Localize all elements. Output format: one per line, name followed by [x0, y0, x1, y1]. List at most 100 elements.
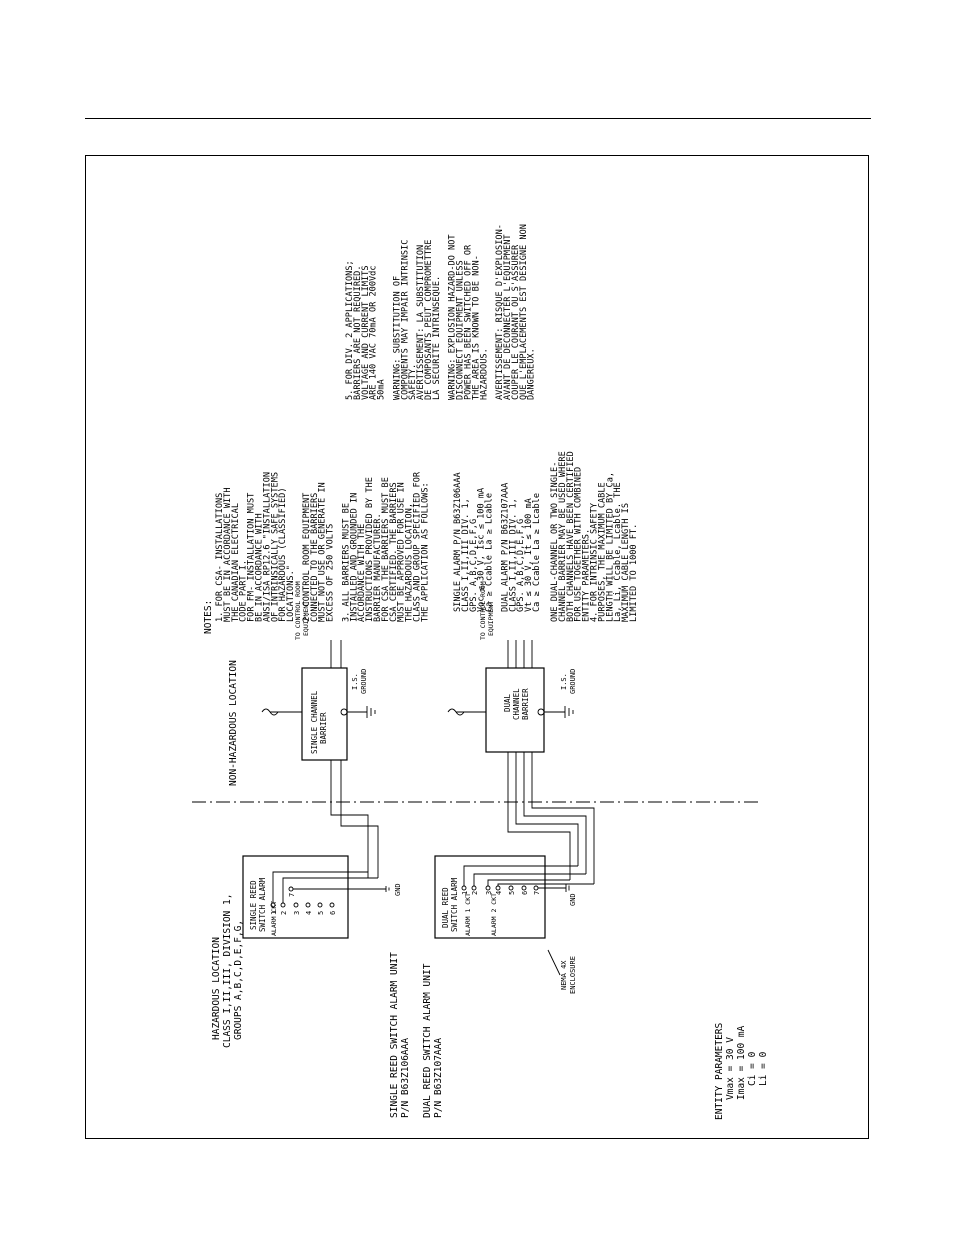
note-line: BE IN ACCORDANCE WITH: [255, 513, 265, 622]
note-line: CLASS I,II,III DIV. 1,: [508, 498, 518, 612]
notes-column-3: ONE DUAL-CHANNEL OR TWO SINGLE-CHANNEL B…: [550, 451, 639, 622]
dual-out-wires: [507, 640, 533, 668]
note-line: THE CANADIAN ELECTRICAL: [231, 503, 241, 622]
note-line: FOR USE TOGETHER WITH COMBINED: [574, 467, 584, 622]
dual-terminal-6-label: 6: [521, 891, 529, 895]
nema-leader: [547, 949, 561, 976]
single-terminal-7-label: 7: [288, 893, 296, 897]
dual-cable-3: [523, 752, 587, 874]
note-line: 1. FOR CSA- INSTALLATIONS: [215, 493, 225, 622]
note-line: Voc ≤ 30 V, Isc ≤ 100 mA: [477, 487, 487, 612]
note-line: DE COMPOSANTS PEUT COMPROMETTRE: [424, 240, 434, 400]
note-line: MAXIMUM CABLE LENGTH IS: [621, 503, 631, 622]
hazardous-groups: GROUPS A,B,C,D,E,F,G,: [233, 920, 244, 1040]
note-line: THE HAZARDOUS LOCATION,: [405, 503, 415, 622]
dual-wire-3: [487, 879, 570, 886]
note-line: INSTRUCTIONS PROVIDED BY THE: [365, 477, 375, 622]
note-line: DUAL ALARM P/N B63Z107AAA: [500, 482, 510, 612]
note-line: CHANNEL BARRIER MAY BE USED WHERE: [558, 451, 568, 622]
note-line: Vt ≤ 30 V, It ≤ 100 mA: [524, 497, 534, 612]
drawing-frame: [85, 155, 869, 1139]
note-line: FOR HAZARDOUS (CLASSIFIED): [278, 487, 288, 622]
single-unit-title: SINGLE REED SWITCH ALARM UNIT: [389, 952, 400, 1118]
note-line: EXCESS OF 250 VOLTS: [326, 524, 336, 622]
note-line: MUST NOT USE OR GENERATE IN: [318, 482, 328, 622]
single-reed-enclosure: [242, 855, 349, 939]
nema-label-2: ENCLOSURE: [569, 956, 577, 994]
hazardous-class: CLASS I,II,III, DIVISION 1,: [222, 894, 233, 1048]
dual-box-alarm-1: ALARM 1 CKT: [464, 893, 472, 936]
dual-terminal-7-label: 7: [533, 891, 541, 895]
note-line: THE APPLICATION AS FOLLOWS:: [420, 482, 430, 622]
note-line: VOLTAGE AND CURRENT LIMITS: [361, 265, 371, 400]
note-line: COUPER LE COURANT OU S'ASSURER: [511, 244, 521, 400]
note-line: QUE L'EMPLACEMENTS EST DESIGNE NON: [519, 224, 529, 400]
single-box-title-1: SINGLE REED: [249, 880, 258, 930]
note-line: OF INTRINSICALLY SAFE SYSTEMS: [270, 472, 280, 622]
dual-to-control-1: TO CONTROL ROOM: [479, 581, 487, 640]
note-line: PURPOSES, THE MAXIMUM CABLE: [597, 482, 607, 622]
single-to-control-2: EQUIPMENT: [302, 601, 310, 636]
dual-is-ground-2: GROUND: [569, 669, 577, 694]
note-line: 3. ALL BARRIERS MUST BE: [341, 503, 351, 622]
note-line: INSTALLED AND GROUNDED IN: [349, 493, 359, 622]
dual-barrier-label-1: DUAL: [503, 693, 512, 712]
single-cable-2: [340, 760, 379, 878]
dual-to-control-2: EQUIPMENT: [487, 601, 495, 636]
single-cable-1: [330, 760, 369, 872]
note-line: AVERTISSEMENT: LA SUBSTITUTION: [416, 245, 426, 400]
single-gnd-symbol: [385, 886, 390, 892]
dual-channel-barrier: [485, 667, 545, 753]
single-gnd-label: GND: [394, 883, 402, 896]
note-line: CONNECTED TO THE BARRIERS: [310, 493, 320, 622]
dual-box-alarm-2: ALARM 2 CKT: [490, 893, 498, 936]
single-is-ground-2: GROUND: [360, 669, 368, 694]
dual-box-title-1: DUAL REED: [441, 887, 450, 928]
note-line: SINGLE ALARM P/N B63Z106AAA: [453, 471, 463, 612]
dual-wire-4: [497, 883, 594, 886]
note-line: BOTH CHANNELS HAVE BEEN CERTIFIED: [566, 451, 576, 622]
entity-imax: Imax = 100 mA: [736, 1025, 747, 1100]
note-line: ONE DUAL-CHANNEL OR TWO SINGLE-: [550, 462, 560, 622]
dual-wire-2: [473, 873, 586, 886]
dual-is-ground-1: I.S.: [560, 673, 568, 690]
note-line: LA SECURITE INTRINSEQUE.: [432, 276, 442, 400]
note-line: AVANT DE DECONNECTER L'EQUIPMENT: [503, 234, 513, 400]
note-line: POWER HAS BEEN SWITCHED OFF OR: [464, 244, 474, 400]
single-terminal-3-label: 3: [293, 911, 301, 915]
note-line: FOR FM- INSTALLATION MUST: [247, 493, 257, 622]
note-line: Ca ≥ Ccable La ≥ Lcable: [532, 493, 542, 612]
single-box-title-2: SWITCH ALARM: [258, 877, 267, 932]
note-line: Ca ≥ Ccable La ≥ Lcable: [485, 493, 495, 612]
dual-box-title-2: SWITCH ALARM: [450, 877, 459, 932]
single-unit-pn: P/N B63Z106AAA: [400, 1038, 411, 1118]
note-line: ANSI/ISA RP12.6 "INSTALLATION: [262, 472, 272, 622]
note-line: DISCONNECT EQUIPMENT UNLESS: [456, 260, 466, 400]
notes-column-2: SINGLE ALARM P/N B63Z106AAA CLASS I,II,II…: [453, 471, 542, 612]
note-line: GPS. A,B,C,D,E,F,G: [469, 519, 479, 612]
single-terminal-2-label: 2: [280, 911, 288, 915]
note-line: CSA CERTIFIED. THE BARRIERS: [389, 482, 399, 622]
note-line: LIMITED TO 1000 FT.: [629, 524, 639, 622]
note-line: 4. FOR INTRINSIC SAFETY: [590, 502, 600, 622]
dual-cable-4: [531, 752, 595, 884]
dual-terminal-4-label: 4: [495, 891, 503, 895]
note-line: LENGTH WILL BE LIMITED BY Ca,: [605, 472, 615, 622]
note-line: COMPONENTS MAY IMPAIR INTRINSIC: [400, 240, 410, 400]
single-barrier-label-2: BARRIER: [319, 712, 328, 744]
dual-unit-pn: P/N B63Z107AAA: [433, 1038, 444, 1118]
note-line: CLASS AND GROUP SPECIFIED FOR: [413, 471, 423, 622]
single-channel-barrier: [301, 667, 348, 761]
note-line: ENTITY PARAMETERS.: [582, 529, 592, 622]
dual-cable-1: [507, 752, 571, 880]
dual-barrier-label-2: CHANNEL: [512, 688, 521, 720]
non-hazardous-label: NON-HAZARDOUS LOCATION: [228, 660, 239, 786]
dual-gnd-label: GND: [569, 893, 577, 906]
note-line: MUST BE APPROVED FOR USE IN: [397, 482, 407, 622]
note-line: WARNING: EXPLOSION HAZARD-DO NOT: [448, 234, 458, 400]
dual-wire-1: [463, 865, 578, 886]
note-line: 50mA: [377, 378, 387, 400]
single-barrier-label-1: SINGLE CHANNEL: [310, 690, 319, 754]
